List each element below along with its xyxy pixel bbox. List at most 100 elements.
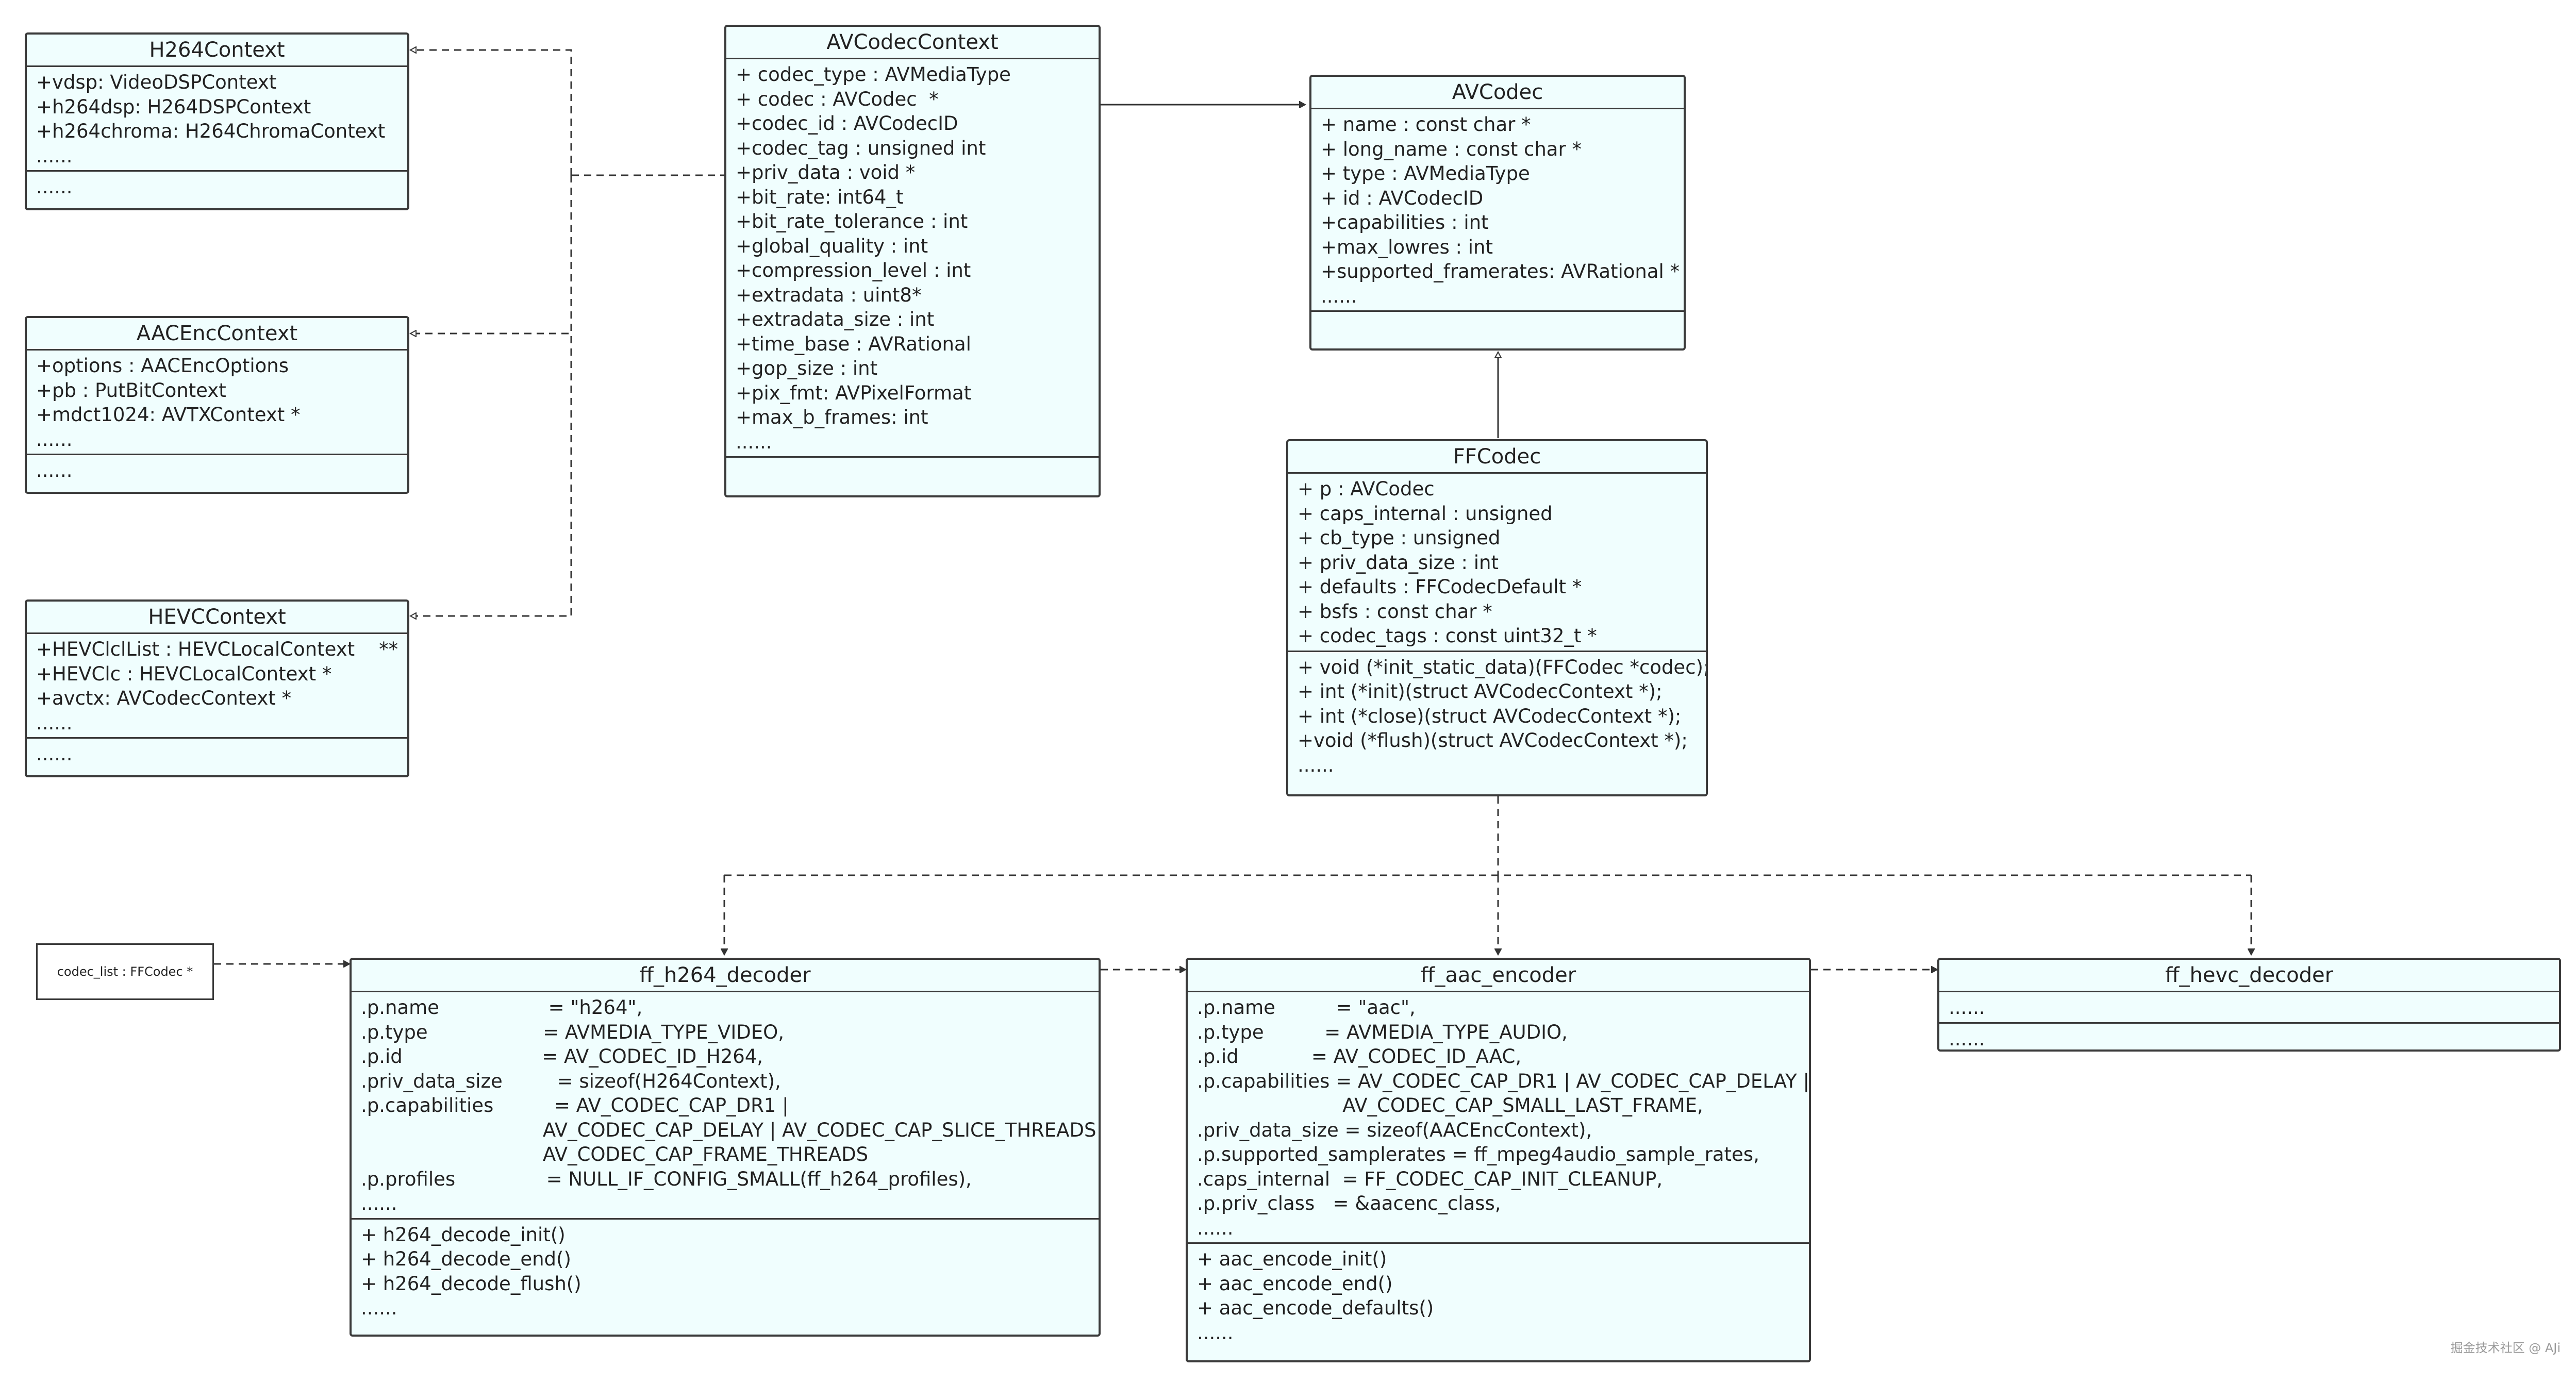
method-line: ...... [1197,1321,1234,1344]
attribute-line: + codec_type : AVMediaType [736,63,1011,86]
attribute-line: ...... [36,711,73,734]
codec-list-note: codec_list : FFCodec * [36,943,214,1000]
class-name: ff_aac_encoder [1188,960,1809,992]
attribute-line: .p.capabilities = AV_CODEC_CAP_DR1 | [361,1094,789,1117]
attribute-section: +HEVClclList : HEVCLocalContext **+HEVCl… [27,634,407,739]
class-ff-hevc-decoder[interactable]: ff_hevc_decoder............ [1937,958,2561,1052]
attribute-line: .p.priv_class = &aacenc_class, [1197,1192,1501,1214]
class-name: AVCodec [1311,77,1684,109]
attribute-line: +bit_rate_tolerance : int [736,210,968,232]
attribute-line: + bsfs : const char * [1298,600,1492,623]
attribute-line: AV_CODEC_CAP_SMALL_LAST_FRAME, [1197,1094,1703,1117]
attribute-line: + defaults : FFCodecDefault * [1298,576,1582,598]
attribute-line: +h264dsp: H264DSPContext [36,95,311,118]
attribute-section: +vdsp: VideoDSPContext+h264dsp: H264DSPC… [27,67,407,172]
class-avcodeccontext[interactable]: AVCodecContext + codec_type : AVMediaType… [724,25,1101,497]
class-name: HEVCContext [27,602,407,634]
attribute-line: +codec_tag : unsigned int [736,137,986,159]
method-line: + int (*init)(struct AVCodecContext *); [1298,680,1663,703]
attribute-line: .p.profiles = NULL_IF_CONFIG_SMALL(ff_h2… [361,1168,972,1190]
attribute-line: +extradata : uint8* [736,284,922,306]
method-section [726,458,1099,482]
attribute-line: +global_quality : int [736,235,928,257]
watermark: 掘金技术社区 @ AJi [2450,1341,2561,1355]
attribute-line: +avctx: AVCodecContext * [36,687,292,709]
method-line: + h264_decode_end() [361,1248,571,1270]
attribute-line: .p.name = "aac", [1197,996,1416,1019]
attribute-line: +capabilities : int [1321,211,1489,234]
method-line: ...... [36,743,73,765]
class-name: ff_h264_decoder [352,960,1099,992]
dep-aacenccontext [410,175,572,334]
method-line: ...... [1949,1027,1985,1050]
class-avcodec[interactable]: AVCodec+ name : const char *+ long_name … [1309,75,1686,351]
method-line: + h264_decode_init() [361,1223,566,1246]
method-section: ...... [1939,1024,2559,1050]
attribute-section: .p.name = "aac",.p.type = AVMEDIA_TYPE_A… [1188,992,1809,1244]
dep-h264context [410,50,572,175]
attribute-line: .caps_internal = FF_CODEC_CAP_INIT_CLEAN… [1197,1168,1663,1190]
attribute-line: .priv_data_size = sizeof(AACEncContext), [1197,1119,1592,1141]
attribute-line: .priv_data_size = sizeof(H264Context), [361,1070,781,1092]
attribute-section: + p : AVCodec+ caps_internal : unsigned+… [1288,474,1706,652]
attribute-line: ...... [36,428,73,451]
attribute-line: .p.type = AVMEDIA_TYPE_VIDEO, [361,1021,785,1043]
class-ff-aac-encoder[interactable]: ff_aac_encoder.p.name = "aac",.p.type = … [1186,958,1811,1362]
attribute-line: +h264chroma: H264ChromaContext [36,120,386,142]
method-section: ...... [27,172,407,202]
attribute-line: +HEVClc : HEVCLocalContext * [36,662,332,685]
method-line: ...... [361,1297,397,1319]
class-name: AVCodecContext [726,27,1099,59]
attribute-line: ...... [1321,285,1357,307]
method-section [1311,312,1684,337]
attribute-line: ...... [36,144,73,167]
class-name: ff_hevc_decoder [1939,960,2559,992]
dep-hevccontext [410,175,572,616]
class-hevccontext[interactable]: HEVCContext+HEVClclList : HEVCLocalConte… [25,599,409,777]
method-section: ...... [27,739,407,769]
attribute-line: + id : AVCodecID [1321,187,1484,209]
method-section: + h264_decode_init()+ h264_decode_end()+… [352,1220,1099,1323]
attribute-line: +vdsp: VideoDSPContext [36,71,277,93]
attribute-line: ...... [361,1192,397,1214]
method-section: + void (*init_static_data)(FFCodec *code… [1288,652,1706,780]
attribute-line: + p : AVCodec [1298,478,1435,500]
attribute-line: + codec : AVCodec * [736,88,939,110]
attribute-line: + caps_internal : unsigned [1298,502,1553,525]
attribute-line: .p.id = AV_CODEC_ID_AAC, [1197,1045,1522,1068]
method-section: ...... [27,455,407,485]
class-h264context[interactable]: H264Context+vdsp: VideoDSPContext+h264ds… [25,32,409,210]
attribute-section: ...... [1939,992,2559,1024]
realize-bus [724,796,2251,876]
class-name: H264Context [27,35,407,67]
method-line: + aac_encode_init() [1197,1248,1387,1270]
class-name: FFCodec [1288,441,1706,474]
attribute-line: + name : const char * [1321,113,1531,136]
method-line: + aac_encode_end() [1197,1272,1393,1295]
attribute-line: + codec_tags : const uint32_t * [1298,625,1597,647]
attribute-line: +HEVClclList : HEVCLocalContext ** [36,638,398,660]
attribute-section: + name : const char *+ long_name : const… [1311,109,1684,312]
attribute-line: + long_name : const char * [1321,138,1582,160]
attribute-line: +compression_level : int [736,259,971,281]
class-ffcodec[interactable]: FFCodec+ p : AVCodec+ caps_internal : un… [1286,439,1708,796]
attribute-line: +codec_id : AVCodecID [736,112,958,135]
attribute-line: ...... [1949,996,1985,1019]
attribute-line: AV_CODEC_CAP_FRAME_THREADS [361,1143,869,1165]
attribute-section: .p.name = "h264",.p.type = AVMEDIA_TYPE_… [352,992,1099,1220]
method-line: + int (*close)(struct AVCodecContext *); [1298,705,1682,727]
method-line: ...... [1298,754,1334,776]
attribute-line: AV_CODEC_CAP_DELAY | AV_CODEC_CAP_SLICE_… [361,1119,1101,1141]
attribute-line: .p.capabilities = AV_CODEC_CAP_DR1 | AV_… [1197,1070,1809,1092]
attribute-line: + cb_type : unsigned [1298,527,1501,549]
attribute-line: +max_lowres : int [1321,236,1493,258]
class-ff-h264-decoder[interactable]: ff_h264_decoder.p.name = "h264",.p.type … [350,958,1101,1337]
attribute-line: .p.type = AVMEDIA_TYPE_AUDIO, [1197,1021,1568,1043]
method-line: + aac_encode_defaults() [1197,1297,1434,1319]
attribute-line: +extradata_size : int [736,308,935,330]
method-line: + h264_decode_flush() [361,1272,581,1295]
class-aacenccontext[interactable]: AACEncContext+options : AACEncOptions+pb… [25,316,409,494]
method-section: + aac_encode_init()+ aac_encode_end()+ a… [1188,1244,1809,1347]
attribute-line: .p.id = AV_CODEC_ID_H264, [361,1045,763,1068]
